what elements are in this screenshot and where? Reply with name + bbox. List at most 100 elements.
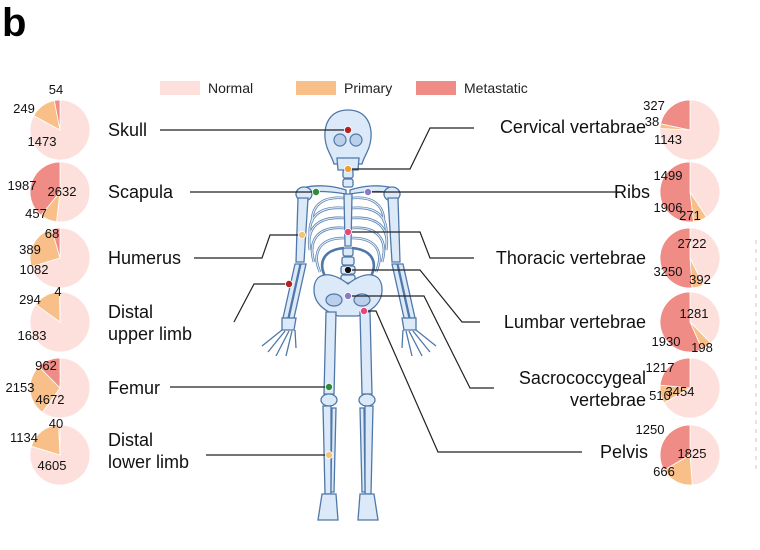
- legend-swatch-normal: [160, 81, 200, 95]
- pie-value-metastatic: 68: [45, 226, 59, 241]
- pie-slice-primary: [29, 228, 61, 268]
- site-label-sacrococcygeal-vertebrae: vertebrae: [570, 390, 646, 410]
- pie-value-normal: 1473: [28, 134, 57, 149]
- pie-slice-metastatic: [659, 357, 691, 389]
- site-marker-scapula: [311, 187, 320, 196]
- pie-slice-metastatic: [659, 424, 691, 471]
- pie-value-primary: 392: [689, 272, 711, 287]
- pie-slice-normal: [689, 227, 721, 286]
- pie-value-metastatic: 1250: [636, 422, 665, 437]
- leader-line-cervical-vertabrae: [348, 127, 474, 170]
- pie-slice-metastatic: [29, 161, 61, 216]
- legend-label-metastatic: Metastatic: [464, 80, 528, 96]
- legend: Normal Primary Metastatic: [160, 80, 528, 96]
- leader-line-pelvis: [364, 310, 582, 453]
- leader-line-sacrococcygeal-vertebrae: [348, 295, 494, 389]
- pie-value-normal: 2722: [678, 236, 707, 251]
- site-label-ribs: Ribs: [614, 182, 650, 202]
- site-markers: [284, 126, 372, 459]
- site-marker-femur: [324, 382, 333, 391]
- pie-value-normal: 4672: [36, 392, 65, 407]
- site-label-skull: Skull: [108, 120, 147, 140]
- panel-label: b: [2, 1, 26, 45]
- site-marker-skull: [343, 126, 352, 135]
- pie-value-metastatic: 4: [54, 284, 61, 299]
- pie-value-primary: 1134: [10, 430, 38, 445]
- pie-slice-normal: [659, 99, 721, 161]
- pie-slice-metastatic: [659, 161, 694, 223]
- pie-slice-normal: [689, 424, 721, 486]
- pie-value-primary: 389: [19, 242, 41, 257]
- pie-value-normal: 1683: [18, 328, 47, 343]
- site-label-distal-upper-limb: upper limb: [108, 324, 192, 344]
- pie-slice-metastatic: [660, 99, 691, 131]
- site-label-thoracic-vertebrae: Thoracic vertebrae: [496, 248, 646, 268]
- pie-value-metastatic: 1930: [652, 334, 681, 349]
- pie-slice-normal: [30, 227, 91, 289]
- leader-line-humerus: [194, 234, 302, 259]
- site-label-humerus: Humerus: [108, 248, 181, 268]
- site-label-distal-lower-limb: lower limb: [108, 452, 189, 472]
- pie-value-metastatic: 1987: [8, 178, 37, 193]
- pie-value-primary: 510: [649, 388, 671, 403]
- pie-value-primary: 2153: [6, 380, 35, 395]
- legend-label-normal: Normal: [208, 80, 253, 96]
- pie-slice-normal: [689, 291, 721, 344]
- pie-value-metastatic: 327: [643, 98, 665, 113]
- pie-slice-primary: [30, 424, 61, 456]
- pie-distal-upper-limb: 1683 294 4: [18, 284, 91, 353]
- pie-value-primary: 294: [19, 292, 41, 307]
- pie-slice-metastatic: [659, 227, 693, 289]
- pie-thoracic-vertebrae: 2722 392 3250: [654, 227, 721, 289]
- pie-value-normal: 4605: [38, 458, 67, 473]
- pie-slice-primary: [29, 366, 61, 413]
- pie-value-metastatic: 54: [49, 82, 63, 97]
- pie-value-normal: 1082: [20, 262, 49, 277]
- pie-value-normal: 2632: [48, 184, 77, 199]
- site-label-cervical-vertabrae: Cervical vertabrae: [500, 117, 646, 137]
- pie-value-metastatic: 962: [35, 358, 57, 373]
- pie-slice-normal: [663, 357, 721, 419]
- pie-value-normal: 1143: [654, 132, 682, 147]
- site-marker-humerus: [297, 230, 306, 239]
- pie-slice-normal: [29, 424, 91, 486]
- pie-value-metastatic: 40: [49, 416, 63, 431]
- site-marker-pelvis: [359, 306, 368, 315]
- site-label-femur: Femur: [108, 378, 160, 398]
- legend-swatch-primary: [296, 81, 336, 95]
- site-label-lumbar-vertebrae: Lumbar vertebrae: [504, 312, 646, 332]
- pie-skull: 1473 249 54: [13, 82, 91, 161]
- pie-slice-metastatic: [38, 357, 61, 389]
- site-label-sacrococcygeal-vertebrae: Sacrococcygeal: [519, 368, 646, 388]
- pie-slice-metastatic: [659, 291, 703, 353]
- pie-value-normal: 1825: [678, 446, 707, 461]
- pie-humerus: 1082 389 68: [19, 226, 91, 289]
- site-label-distal-lower-limb: Distal: [108, 430, 153, 450]
- pie-value-primary: 249: [13, 101, 35, 116]
- pie-slice-metastatic: [53, 99, 61, 131]
- leader-line-distal-upper-limb: [233, 283, 289, 323]
- site-marker-ribs: [363, 187, 372, 196]
- pie-value-normal: 1281: [680, 306, 709, 321]
- pie-value-metastatic: 3250: [654, 264, 683, 279]
- site-marker-distal-upper-limb: [284, 279, 293, 288]
- pie-value-normal: 1499: [654, 168, 683, 183]
- pie-slice-normal: [41, 357, 91, 419]
- pie-value-metastatic: 1906: [654, 200, 683, 215]
- legend-label-primary: Primary: [344, 80, 392, 96]
- leader-line-lumbar-vertebrae: [348, 269, 480, 323]
- site-marker-distal-lower-limb: [324, 450, 333, 459]
- pie-slice-metastatic: [51, 227, 61, 259]
- pie-value-metastatic: 1217: [646, 360, 675, 375]
- pie-value-normal: 3454: [666, 384, 695, 399]
